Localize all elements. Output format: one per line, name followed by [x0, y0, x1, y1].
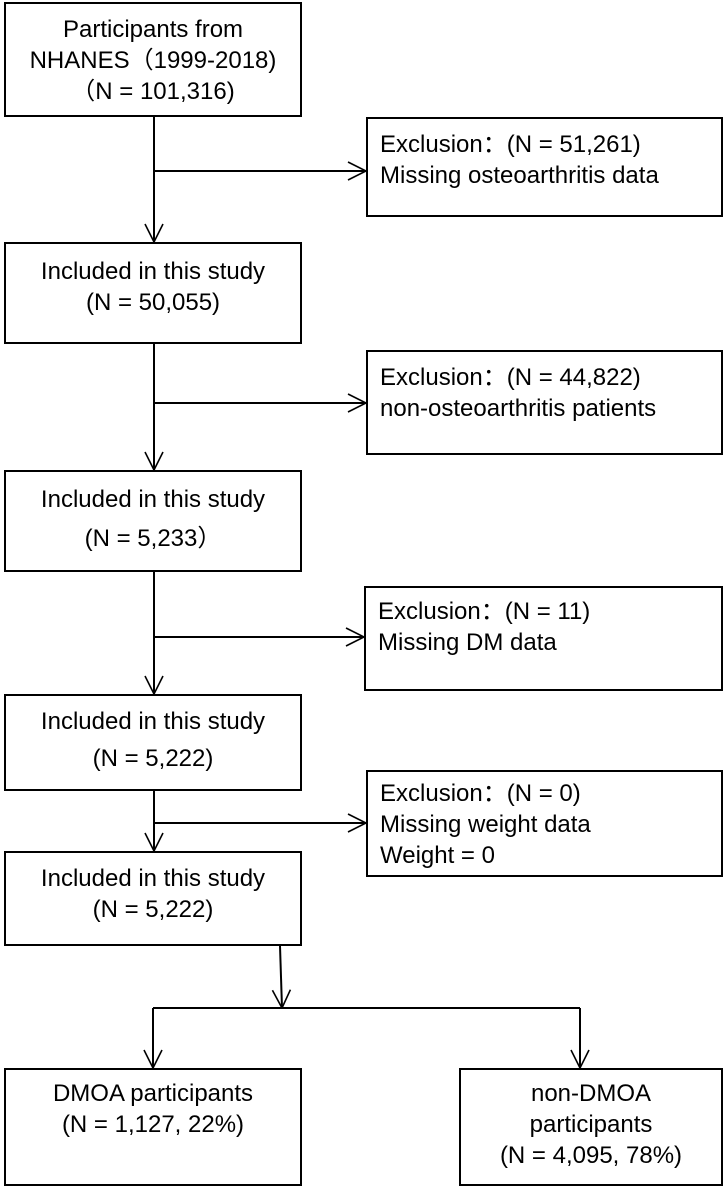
included-4-line-1: Included in this study	[40, 865, 266, 892]
exclusion-box-2: Exclusion：(N = 44,822) non-osteoarthriti…	[366, 350, 723, 455]
included-box-4: Included in this study (N = 5,222)	[4, 851, 302, 946]
start-box-line-1: Participants from	[62, 16, 244, 43]
non-dmoa-line-3: (N = 4,095, 78%)	[499, 1142, 683, 1169]
exclusion-box-1: Exclusion：(N = 51,261) Missing osteoarth…	[366, 117, 723, 217]
dmoa-line-2: (N = 1,127, 22%)	[61, 1111, 245, 1138]
included-3-line-1: Included in this study	[40, 708, 266, 735]
exclusion-3-line-2: Missing DM data	[378, 629, 557, 656]
included-box-3: Included in this study (N = 5,222)	[4, 694, 302, 791]
dmoa-box: DMOA participants (N = 1,127, 22%)	[4, 1068, 302, 1186]
start-box-line-3: （N = 101,316)	[71, 78, 235, 105]
included-2-line-2: (N = 5,233）	[84, 525, 222, 552]
start-box: Participants from NHANES（1999-2018) （N =…	[4, 2, 302, 117]
exclusion-box-4: Exclusion：(N = 0) Missing weight data We…	[366, 770, 723, 877]
exclusion-3-line-1: Exclusion：(N = 11)	[378, 598, 591, 625]
dmoa-line-1: DMOA participants	[52, 1080, 254, 1107]
non-dmoa-line-2: participants	[529, 1111, 653, 1138]
included-4-line-2: (N = 5,222)	[92, 896, 214, 923]
exclusion-1-line-1: Exclusion：(N = 51,261)	[380, 131, 641, 158]
included-3-line-2: (N = 5,222)	[92, 745, 214, 772]
exclusion-1-line-2: Missing osteoarthritis data	[380, 162, 659, 189]
exclusion-2-line-1: Exclusion：(N = 44,822)	[380, 364, 641, 391]
exclusion-4-line-1: Exclusion：(N = 0)	[380, 780, 581, 807]
exclusion-box-3: Exclusion：(N = 11) Missing DM data	[364, 586, 723, 691]
arrow-included-4-to-split	[280, 945, 282, 1008]
non-dmoa-box: non-DMOA participants (N = 4,095, 78%)	[459, 1068, 723, 1186]
included-1-line-1: Included in this study	[40, 258, 266, 285]
included-box-1: Included in this study (N = 50,055)	[4, 242, 302, 344]
included-1-line-2: (N = 50,055)	[85, 289, 221, 316]
exclusion-4-line-2: Missing weight data	[380, 811, 591, 838]
exclusion-2-line-2: non-osteoarthritis patients	[380, 395, 657, 422]
start-box-line-2: NHANES（1999-2018)	[29, 47, 277, 74]
included-box-2: Included in this study (N = 5,233）	[4, 470, 302, 572]
non-dmoa-line-1: non-DMOA	[530, 1080, 652, 1107]
included-2-line-1: Included in this study	[40, 486, 266, 513]
exclusion-4-line-3: Weight = 0	[380, 842, 495, 869]
